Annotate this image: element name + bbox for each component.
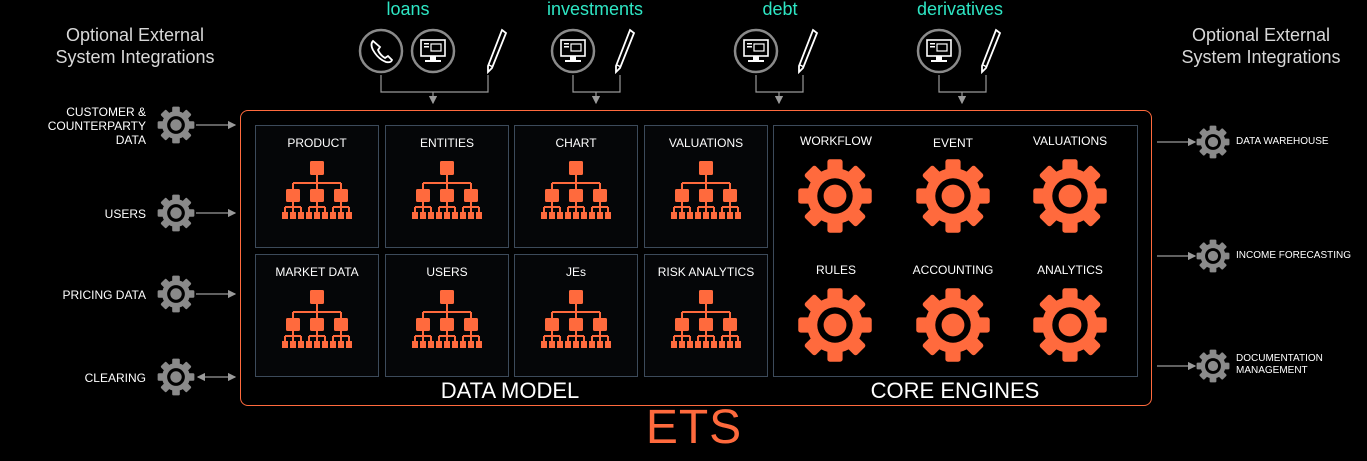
gear-icon (797, 287, 873, 363)
pen-icon (795, 28, 819, 74)
monitor-icon (550, 28, 596, 74)
monitor-icon (410, 28, 456, 74)
pen-icon (978, 28, 1002, 74)
core-engines-panel (773, 125, 1138, 377)
data-model-cell-jes: JEs (514, 254, 638, 377)
output-label-forecasting: INCOME FORECASTING (1236, 250, 1352, 261)
debt-connector (755, 75, 804, 103)
data-model-cell-product: PRODUCT (255, 125, 379, 248)
category-loans: loans (386, 0, 430, 19)
cell-title: CHART (555, 136, 597, 150)
output-label-documentation: DOCUMENTATION MANAGEMENT (1236, 353, 1323, 376)
data-model-cell-chart: CHART (514, 125, 638, 248)
engine-title-valuations: VALUATIONS (1032, 134, 1108, 148)
hierarchy-icon (412, 161, 482, 231)
pen-icon (484, 28, 508, 74)
left-integrations-header: Optional External System Integrations (55, 25, 215, 67)
engine-title-accounting: ACCOUNTING (912, 263, 994, 277)
data-model-cell-risk-analytics: RISK ANALYTICS (644, 254, 768, 377)
hierarchy-icon (671, 290, 741, 360)
data-model-cell-entities: ENTITIES (385, 125, 509, 248)
engine-title-event: EVENT (932, 136, 973, 150)
cell-title: MARKET DATA (275, 265, 359, 279)
hierarchy-icon (541, 290, 611, 360)
engine-title-analytics: ANALYTICS (1037, 263, 1103, 277)
cell-title: VALUATIONS (668, 136, 744, 150)
category-investments: investments (546, 0, 644, 19)
input-label-customer: CUSTOMER & COUNTERPARTY DATA (47, 105, 146, 147)
right-integrations-header: Optional External System Integrations (1181, 25, 1341, 67)
input-label-clearing: CLEARING (84, 371, 146, 385)
hierarchy-icon (541, 161, 611, 231)
ets-frame (240, 110, 1152, 406)
data-model-cell-valuations: VALUATIONS (644, 125, 768, 248)
gear-icon (1196, 239, 1230, 273)
platform-title: ETS (645, 401, 743, 454)
core-engines-title: CORE ENGINES (870, 378, 1040, 403)
gear-icon (1196, 349, 1230, 383)
cell-title: USERS (426, 265, 468, 279)
hierarchy-icon (412, 290, 482, 360)
input-label-pricing: PRICING DATA (62, 288, 146, 302)
cell-title: RISK ANALYTICS (657, 265, 755, 279)
gear-icon (157, 194, 195, 232)
category-debt: debt (762, 0, 798, 19)
investments-connector (572, 75, 621, 103)
gear-icon (157, 275, 195, 313)
hierarchy-icon (671, 161, 741, 231)
phone-icon (358, 28, 404, 74)
gear-icon (915, 158, 991, 234)
monitor-icon (916, 28, 962, 74)
cell-title: JEs (565, 265, 586, 279)
gear-icon (1032, 158, 1108, 234)
output-label-warehouse: DATA WAREHOUSE (1236, 136, 1329, 147)
gear-icon (157, 358, 195, 396)
input-label-users: USERS (104, 207, 146, 221)
gear-icon (797, 158, 873, 234)
loans-connector (380, 75, 489, 103)
cell-title: PRODUCT (287, 136, 347, 150)
engine-title-rules: RULES (815, 263, 856, 277)
data-model-title: DATA MODEL (440, 378, 580, 403)
hierarchy-icon (282, 161, 352, 231)
monitor-icon (733, 28, 779, 74)
gear-icon (915, 287, 991, 363)
category-derivatives: derivatives (916, 0, 1004, 19)
engine-title-workflow: WORKFLOW (800, 134, 872, 148)
gear-icon (1032, 287, 1108, 363)
pen-icon (612, 28, 636, 74)
derivatives-connector (938, 75, 987, 103)
hierarchy-icon (282, 290, 352, 360)
gear-icon (1196, 125, 1230, 159)
data-model-cell-market-data: MARKET DATA (255, 254, 379, 377)
data-model-cell-users: USERS (385, 254, 509, 377)
cell-title: ENTITIES (419, 136, 474, 150)
gear-icon (157, 106, 195, 144)
